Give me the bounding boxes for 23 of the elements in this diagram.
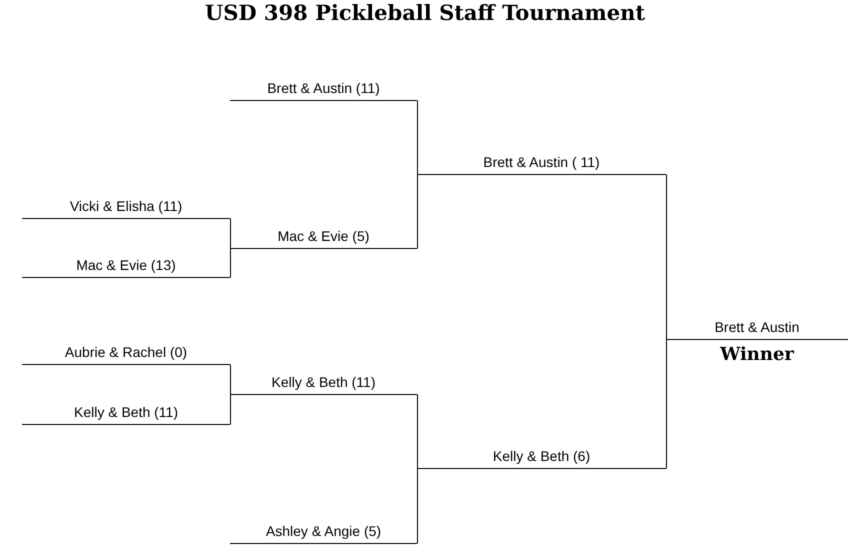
bracket-line: [230, 364, 231, 395]
team-slot: Aubrie & Rachel (0): [22, 343, 230, 365]
team-slot: Kelly & Beth (6): [417, 447, 666, 469]
bracket-line: [230, 248, 231, 278]
team-slot: Ashley & Angie (5): [230, 522, 417, 544]
bracket-line: [417, 100, 418, 175]
bracket-line: [666, 339, 667, 469]
winner-label: Winner: [719, 344, 795, 365]
bracket-line: [417, 468, 418, 544]
team-slot: Mac & Evie (13): [22, 256, 230, 278]
bracket-line: [230, 218, 231, 249]
team-slot: Brett & Austin (11): [230, 79, 417, 101]
team-slot: Vicki & Elisha (11): [22, 197, 230, 219]
bracket-line: [666, 174, 667, 340]
bracket-line: [230, 394, 231, 425]
team-slot: Brett & Austin: [666, 318, 848, 340]
team-slot: Mac & Evie (5): [230, 227, 417, 249]
bracket-line: [417, 394, 418, 469]
team-slot: Kelly & Beth (11): [22, 403, 230, 425]
bracket-line: [417, 174, 418, 249]
team-slot: Kelly & Beth (11): [230, 373, 417, 395]
title: USD 398 Pickleball Staff Tournament: [204, 0, 646, 25]
team-slot: Brett & Austin ( 11): [417, 153, 666, 175]
